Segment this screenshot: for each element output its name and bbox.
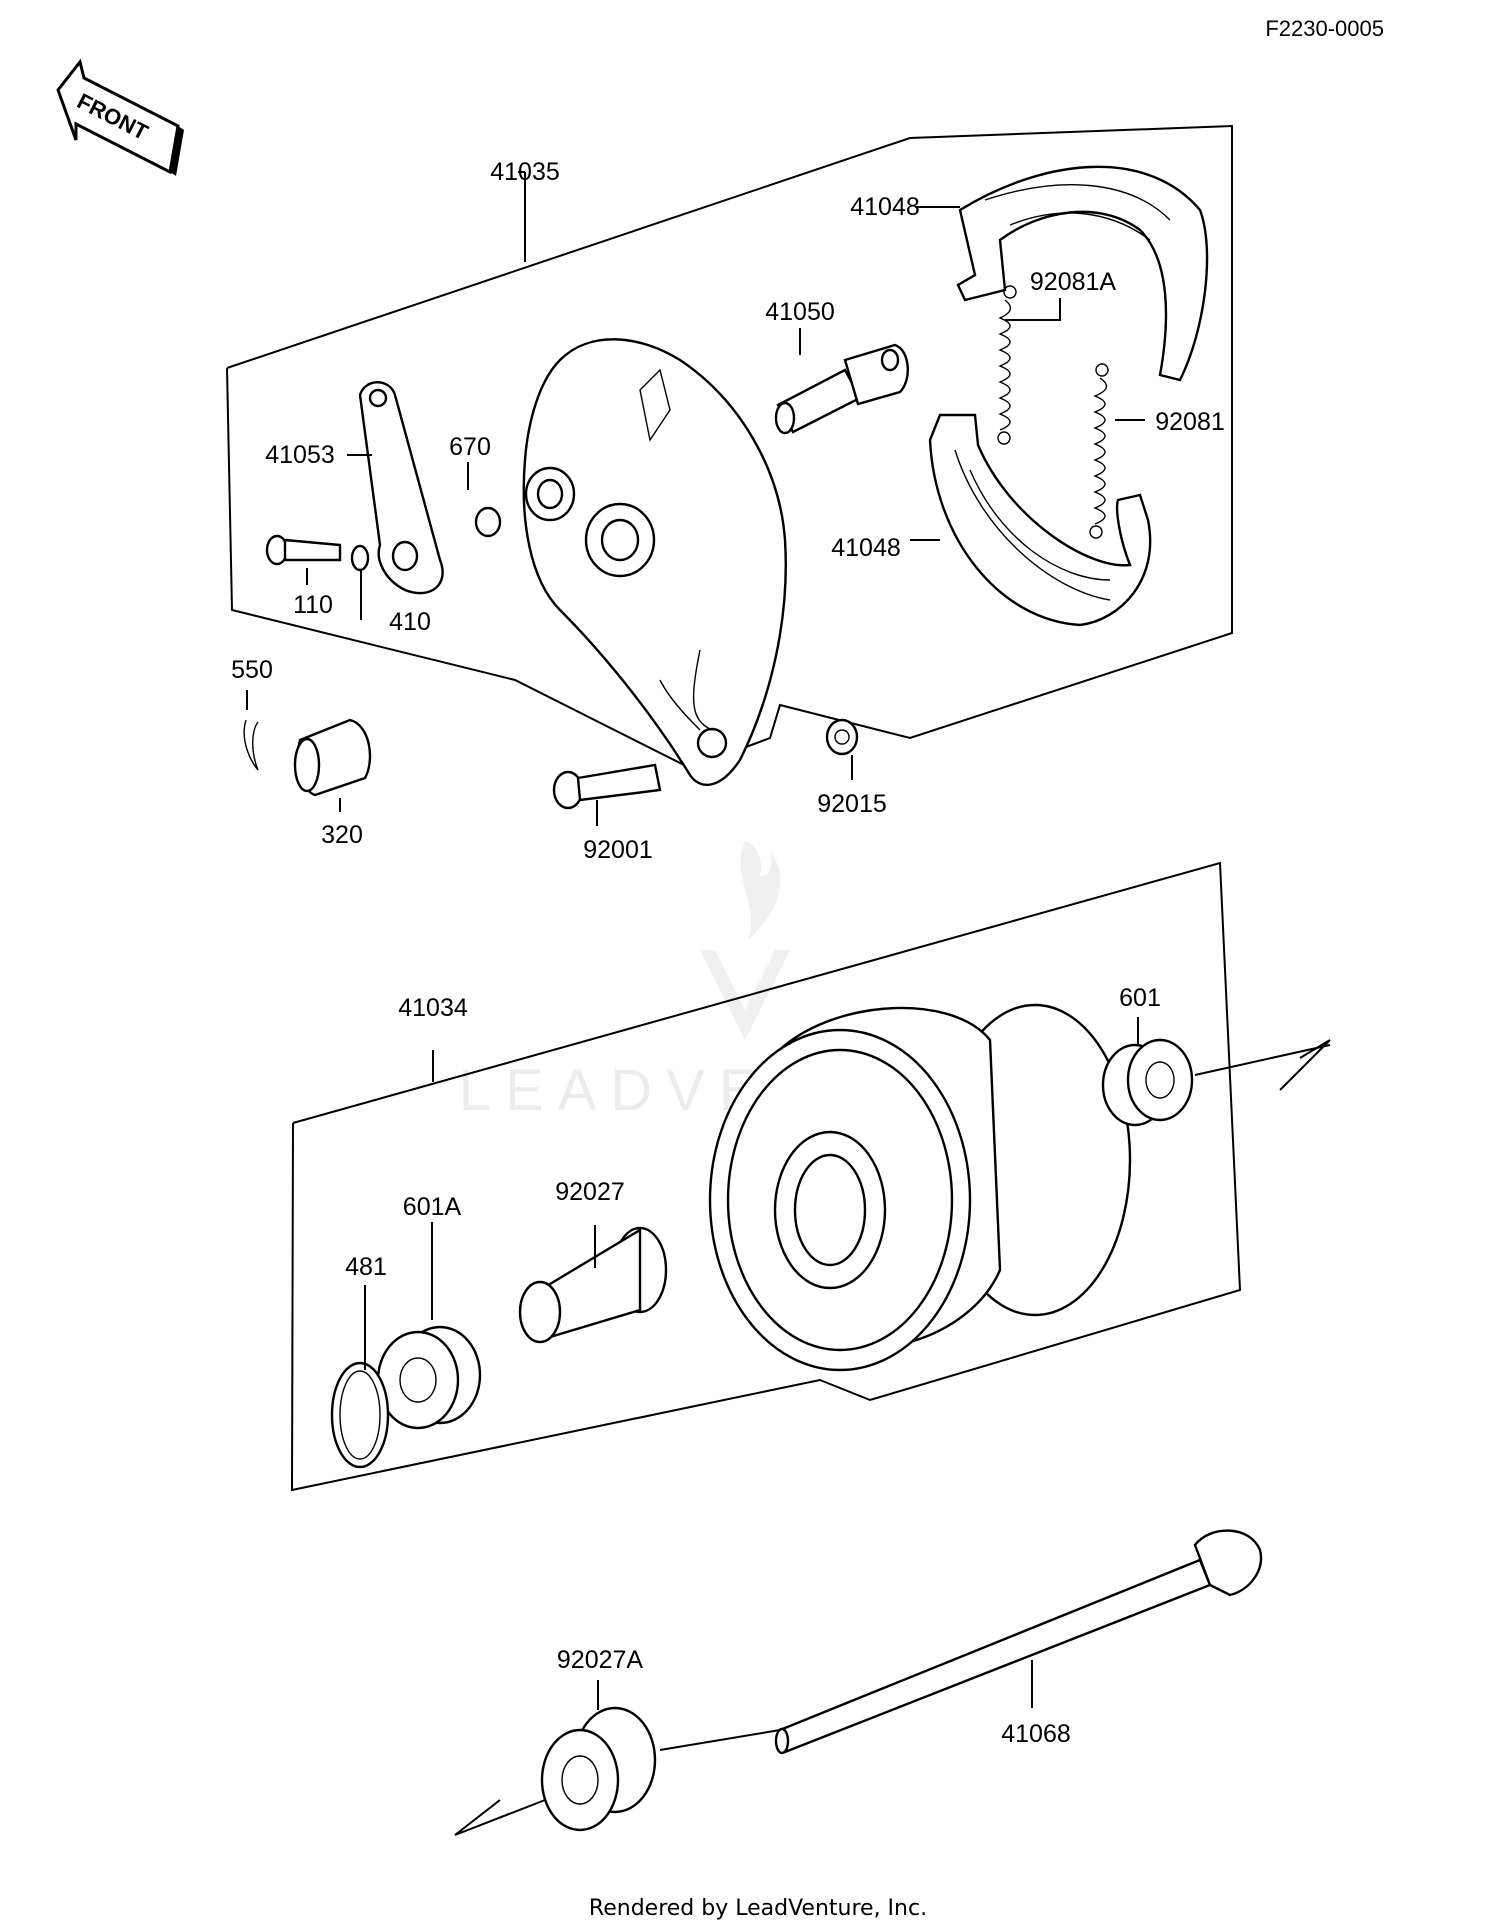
label-601A: 601A: [403, 1193, 462, 1221]
part-labels: 41035 41048 41050 92081A 92081 41048 410…: [231, 158, 1225, 1748]
arrow-left-icon: [454, 1799, 546, 1836]
label-320: 320: [321, 821, 363, 849]
circlip-481: [330, 1361, 390, 1469]
bearing-601: [1101, 1038, 1194, 1127]
ring-670: [474, 506, 502, 538]
spring-92081: [1089, 363, 1109, 539]
label-41050: 41050: [765, 298, 835, 326]
label-481: 481: [345, 1253, 387, 1281]
axle-line-right: [1194, 1044, 1331, 1076]
label-41053: 41053: [265, 441, 335, 469]
arrow-right-icon: [1279, 1039, 1331, 1091]
label-601: 601: [1119, 984, 1161, 1012]
bolt-92001: [552, 763, 662, 810]
label-92001: 92001: [583, 836, 653, 864]
nut-92015: [825, 718, 859, 756]
brake-panel: [522, 338, 787, 786]
label-41068: 41068: [1001, 1720, 1071, 1748]
brake-shoe-lower: [928, 413, 1152, 627]
label-110: 110: [293, 591, 333, 619]
bolt-110: [265, 534, 342, 566]
label-92027A: 92027A: [557, 1646, 644, 1674]
label-41048-lower: 41048: [831, 534, 901, 562]
brake-lever: [358, 381, 444, 595]
castle-nut-320: [293, 718, 372, 797]
spacer-92027: [518, 1226, 668, 1344]
front-arrow-icon: FRONT: [56, 58, 184, 176]
label-92081: 92081: [1155, 408, 1225, 436]
spring-92081A: [997, 285, 1017, 445]
label-41048-upper: 41048: [850, 193, 920, 221]
hub-box: [290, 861, 1242, 1492]
brake-panel-box: [226, 124, 1233, 770]
axle-line-left: [659, 1729, 781, 1751]
washer-410: [350, 544, 370, 572]
label-550: 550: [231, 656, 273, 684]
brake-shoe-upper: [956, 165, 1209, 382]
cotter-pin-550: [243, 719, 259, 771]
callout-lines: [246, 206, 1145, 1710]
bearing-601A: [376, 1325, 482, 1430]
label-41035: 41035: [490, 158, 560, 186]
axle-41068: [774, 1529, 1263, 1755]
wheel-hub: [708, 1003, 1132, 1372]
brake-cam: [774, 343, 909, 435]
label-92015: 92015: [817, 790, 887, 818]
label-410: 410: [389, 608, 431, 636]
credit-text: Rendered by LeadVenture, Inc.: [589, 1896, 927, 1921]
label-670: 670: [449, 433, 491, 461]
diagram-code: F2230-0005: [1265, 16, 1384, 41]
label-92027: 92027: [555, 1178, 625, 1206]
collar-92027A: [540, 1706, 657, 1832]
label-41034: 41034: [398, 994, 468, 1022]
label-92081A: 92081A: [1030, 268, 1117, 296]
